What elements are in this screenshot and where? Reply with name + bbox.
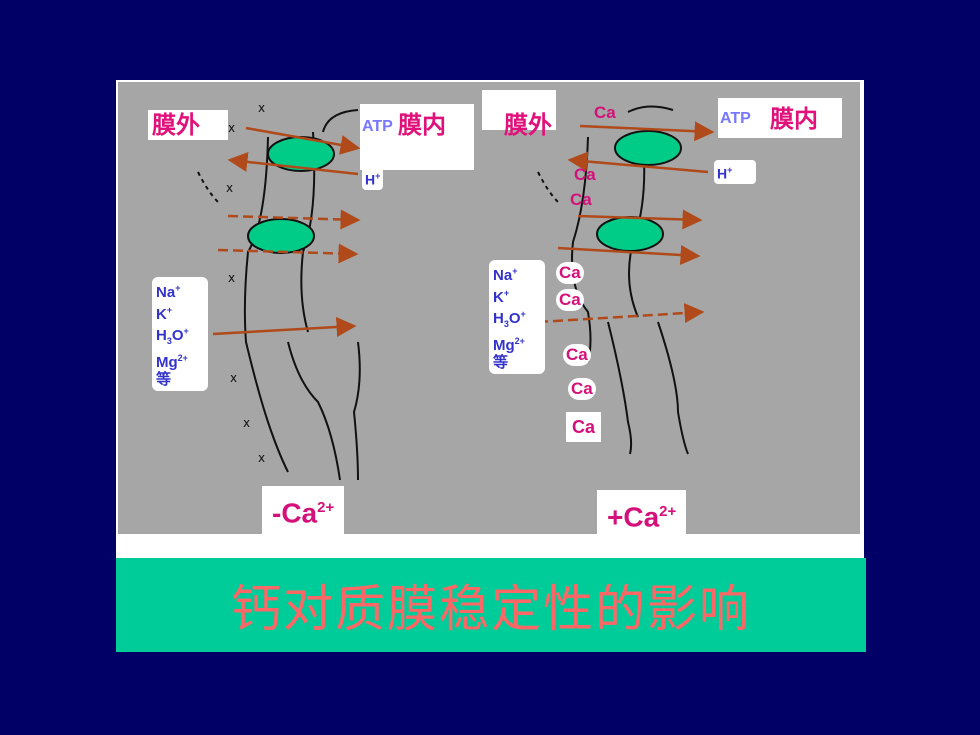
left-ion-mg: Mg2+ [156, 352, 188, 371]
right-ion-mg: Mg2+ [493, 335, 525, 354]
right-dashed-curve [537, 171, 559, 203]
left-membrane-lower-inner [352, 341, 361, 481]
right-ca-bubble-1: Ca [556, 262, 584, 284]
right-membrane-top-curve [627, 105, 674, 113]
left-ion-h3o: H3O+ [156, 326, 189, 346]
left-h-base: H [365, 171, 376, 188]
left-inside-label-box: ATP 膜内 [360, 104, 474, 170]
left-protein-lower [247, 218, 315, 254]
left-h-sup: + [375, 171, 381, 181]
left-dashed-curve [197, 171, 219, 203]
right-ca-mid-2: Ca [570, 190, 592, 209]
slide-title: 钙对质膜稳定性的影响 [231, 580, 751, 638]
right-condition-label: +Ca2+ [597, 490, 687, 540]
left-sketch-mark-6: x [243, 416, 250, 430]
left-arrow-atp [245, 126, 361, 155]
left-condition-base: -Ca [272, 497, 318, 529]
right-ion-h3o: H3O+ [493, 309, 526, 329]
right-protein-lower [596, 216, 664, 252]
right-ion-etc: 等 [493, 353, 509, 371]
right-membrane-lower-line [607, 321, 633, 455]
right-ca-bubble-3: Ca [563, 344, 591, 366]
right-ca-mid-1: Ca [574, 165, 596, 184]
right-ion-k: K+ [493, 287, 510, 306]
right-protein-upper [614, 130, 682, 166]
right-inside-label-box: ATP 膜内 [718, 98, 842, 138]
right-membrane-lower-inner [657, 321, 689, 455]
right-condition-sup: 2+ [659, 503, 677, 520]
right-h-base: H [717, 165, 728, 182]
right-ion-list: Na+ K+ H3O+ Mg2+ 等 [489, 260, 545, 374]
left-atp-label: ATP [362, 118, 393, 135]
right-h-sup: + [727, 165, 733, 175]
left-membrane: x x x x x x x [197, 101, 361, 481]
right-arrow-ions-dashed [537, 303, 705, 324]
left-condition-sup: 2+ [317, 499, 335, 516]
right-ion-na: Na+ [493, 266, 518, 284]
right-arrow-solid-3 [557, 245, 701, 265]
left-arrow-dashed-2 [217, 243, 359, 264]
left-membrane-inner-line [300, 131, 316, 333]
right-condition-base: +Ca [607, 501, 660, 533]
left-sketch-mark-5: x [230, 371, 237, 385]
right-arrow-atp [579, 121, 715, 142]
right-ca-box: Ca [566, 412, 602, 442]
left-sketch-mark-1: x [258, 101, 265, 115]
right-outside-label-box: 膜外 [482, 90, 556, 139]
title-bar: 钙对质膜稳定性的影响 [116, 558, 866, 652]
left-ion-na: Na+ [156, 283, 181, 301]
membrane-sketch: x x x x x x x [197, 101, 715, 481]
left-arrow-dashed-1 [227, 209, 361, 230]
left-arrow-ions [212, 317, 357, 337]
left-membrane-lower-line [287, 341, 341, 481]
right-ca-top: Ca [594, 103, 616, 122]
left-ion-list: Na+ K+ H3O+ Mg2+ 等 [152, 277, 208, 391]
left-ion-etc: 等 [156, 370, 172, 388]
left-sketch-mark-3: x [226, 181, 233, 195]
left-ion-k: K+ [156, 304, 173, 323]
left-h-label: H+ [362, 166, 384, 190]
left-membrane-top-curve [322, 109, 359, 133]
right-arrow-h [567, 151, 709, 174]
right-ca-bubble-2: Ca [556, 289, 584, 311]
left-outside-label: 膜外 [148, 110, 228, 140]
right-h-label: H+ [714, 160, 756, 184]
left-membrane-outer-line [243, 136, 289, 473]
left-sketch-mark-7: x [258, 451, 265, 465]
right-arrow-solid-2 [577, 209, 703, 230]
left-inside-label: 膜内 [398, 111, 446, 139]
right-ca-bubble-4: Ca [568, 378, 596, 400]
right-atp-label: ATP [720, 110, 751, 127]
left-sketch-mark-4: x [228, 271, 235, 285]
left-condition-label: -Ca2+ [262, 486, 345, 536]
left-sketch-mark-2: x [228, 121, 235, 135]
left-arrow-h [227, 151, 359, 176]
right-inside-label: 膜内 [770, 105, 818, 133]
right-outside-label: 膜外 [504, 111, 552, 139]
